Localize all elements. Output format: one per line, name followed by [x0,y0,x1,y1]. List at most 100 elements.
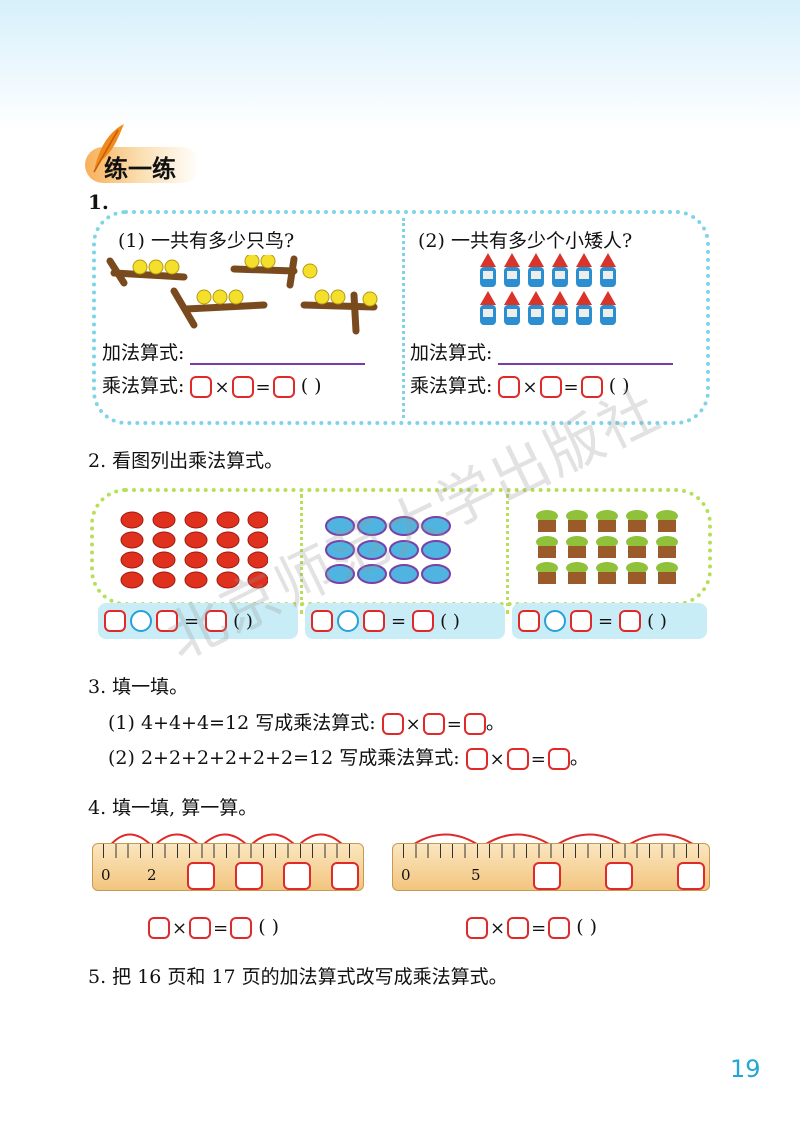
q1-right-addition-row: 加法算式: [410,338,674,365]
ruler-ticks [403,844,699,858]
answer-box[interactable] [104,610,126,632]
q4-title: 4. 填一填, 算一算。 [88,797,258,819]
header-gradient-band [0,0,800,130]
q1-right-addition-label: 加法算式: [410,342,493,364]
answer-box[interactable] [412,610,435,632]
answer-box[interactable] [570,610,592,632]
q2-divider [300,494,303,614]
q1-left-addition-answer-line[interactable] [190,345,366,365]
q1-right-mult-row: 乘法算式: × = ( ) [410,371,630,398]
q1-right-addition-answer-line[interactable] [498,345,674,365]
answer-box[interactable] [331,862,359,890]
equals-sign: = [391,610,407,632]
ruler-label: 0 [401,866,411,884]
times-sign: × [489,748,505,770]
equals-sign: = [213,917,229,939]
q1-right-mult-label: 乘法算式: [410,375,493,397]
times-sign: × [490,917,506,939]
q1-left-mult-label: 乘法算式: [102,375,185,397]
answer-box[interactable] [498,376,521,398]
full-stop: 。 [485,712,505,734]
candies-illustration [325,516,451,584]
number-ruler-1: 0 2 [92,843,364,891]
answer-box[interactable] [539,376,562,398]
q1-left-addition-row: 加法算式: [102,338,366,365]
operator-circle[interactable] [130,610,152,632]
q4-equation-1: × = ( ) [148,916,279,939]
equals-sign: = [598,610,614,632]
q3-line-1: (1) 4+4+4=12 写成乘法算式: ×=。 [108,708,505,735]
answer-box[interactable] [231,376,254,398]
q1-left-prompt: (1) 一共有多少只鸟? [118,230,295,252]
q2-answer-bar-3: = ( ) [512,603,707,639]
q3-line-2-text: (2) 2+2+2+2+2+2=12 写成乘法算式: [108,747,460,769]
q3-line-2: (2) 2+2+2+2+2+2=12 写成乘法算式: ×=。 [108,743,589,770]
potted-plants-illustration [536,510,678,584]
answer-box[interactable] [507,917,530,939]
answer-box[interactable] [363,610,385,632]
unit-paren[interactable]: ( ) [440,610,460,632]
dwarves-illustration [480,253,616,325]
answer-box[interactable] [283,862,311,890]
answer-box[interactable] [190,376,213,398]
equals-sign: = [530,748,546,770]
answer-box[interactable] [580,376,603,398]
equals-sign: = [531,917,547,939]
equals-sign: = [446,713,462,735]
q1-number: 1. [88,190,109,214]
q1-divider [402,218,405,418]
answer-box[interactable] [548,917,571,939]
q2-title: 2. 看图列出乘法算式。 [88,450,284,472]
operator-circle[interactable] [337,610,359,632]
answer-box[interactable] [506,748,529,770]
answer-box[interactable] [230,917,253,939]
answer-box[interactable] [381,713,404,735]
q2-answer-bar-1: = ( ) [98,603,298,639]
q4-equation-2: × = ( ) [466,916,597,939]
answer-box[interactable] [518,610,540,632]
unit-paren[interactable]: ( ) [576,916,598,938]
answer-box[interactable] [547,748,570,770]
equals-sign: = [563,376,579,398]
equals-sign: = [184,610,200,632]
equals-sign: = [255,376,271,398]
number-ruler-2: 0 5 [392,843,710,891]
lanterns-illustration [120,511,268,589]
answer-box[interactable] [465,748,488,770]
q2-answer-bar-2: = ( ) [305,603,505,639]
ruler-label: 5 [471,866,481,884]
answer-box[interactable] [619,610,642,632]
answer-box[interactable] [466,917,488,939]
section-title: 练一练 [104,155,176,183]
answer-box[interactable] [311,610,333,632]
answer-box[interactable] [422,713,445,735]
answer-box[interactable] [189,917,212,939]
unit-paren[interactable]: ( ) [608,375,630,397]
answer-box[interactable] [605,862,633,890]
times-sign: × [172,917,188,939]
unit-paren[interactable]: ( ) [300,375,322,397]
q3-title: 3. 填一填。 [88,676,189,698]
answer-box[interactable] [148,917,170,939]
answer-box[interactable] [235,862,263,890]
unit-paren[interactable]: ( ) [233,610,253,632]
unit-paren[interactable]: ( ) [258,916,280,938]
q1-right-prompt: (2) 一共有多少个小矮人? [418,230,633,252]
unit-paren[interactable]: ( ) [647,610,667,632]
times-sign: × [405,713,421,735]
answer-box[interactable] [156,610,178,632]
q2-divider [506,494,509,614]
operator-circle[interactable] [544,610,566,632]
answer-box[interactable] [205,610,228,632]
page-number: 19 [730,1055,761,1083]
ruler-label: 0 [101,866,111,884]
answer-box[interactable] [187,862,215,890]
answer-box[interactable] [677,862,705,890]
answer-box[interactable] [533,862,561,890]
times-sign: × [522,376,538,398]
ruler-ticks [103,844,353,858]
answer-box[interactable] [463,713,486,735]
q1-left-mult-row: 乘法算式: × = ( ) [102,371,322,398]
times-sign: × [214,376,230,398]
answer-box[interactable] [272,376,295,398]
